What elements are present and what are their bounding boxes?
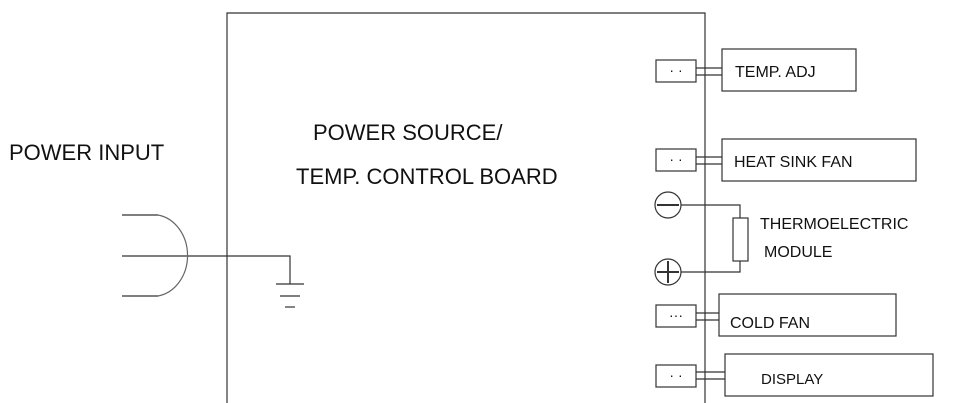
cold-fan-label: COLD FAN	[730, 315, 810, 332]
thermoelectric-label-line1: THERMOELECTRIC	[760, 216, 908, 233]
power-plug-icon	[122, 214, 193, 297]
thermoelectric-module	[654, 191, 749, 286]
connector-pins: · ·	[669, 62, 682, 78]
temp-adj-label: TEMP. ADJ	[735, 64, 816, 81]
power-input-label: POWER INPUT	[9, 140, 164, 165]
display-label: DISPLAY	[761, 371, 823, 388]
heat-sink-fan-label: HEAT SINK FAN	[734, 154, 853, 171]
control-board-outline	[226, 12, 706, 403]
board-label-line1: POWER SOURCE/	[313, 120, 503, 145]
board-label-line2: TEMP. CONTROL BOARD	[296, 164, 558, 189]
connector-display: · · DISPLAY	[655, 353, 934, 397]
connector-temp-adj: · · TEMP. ADJ	[655, 48, 857, 92]
ground-wire	[193, 255, 291, 284]
connector-pins: ···	[669, 307, 683, 323]
connector-pins: · ·	[669, 367, 682, 383]
connector-pins: · ·	[669, 151, 682, 167]
ground-icon	[276, 283, 304, 308]
connector-cold-fan: ··· COLD FAN	[655, 293, 897, 337]
thermoelectric-element	[732, 217, 749, 262]
connector-heat-sink-fan: · · HEAT SINK FAN	[655, 138, 917, 182]
thermoelectric-label-line2: MODULE	[764, 244, 832, 261]
